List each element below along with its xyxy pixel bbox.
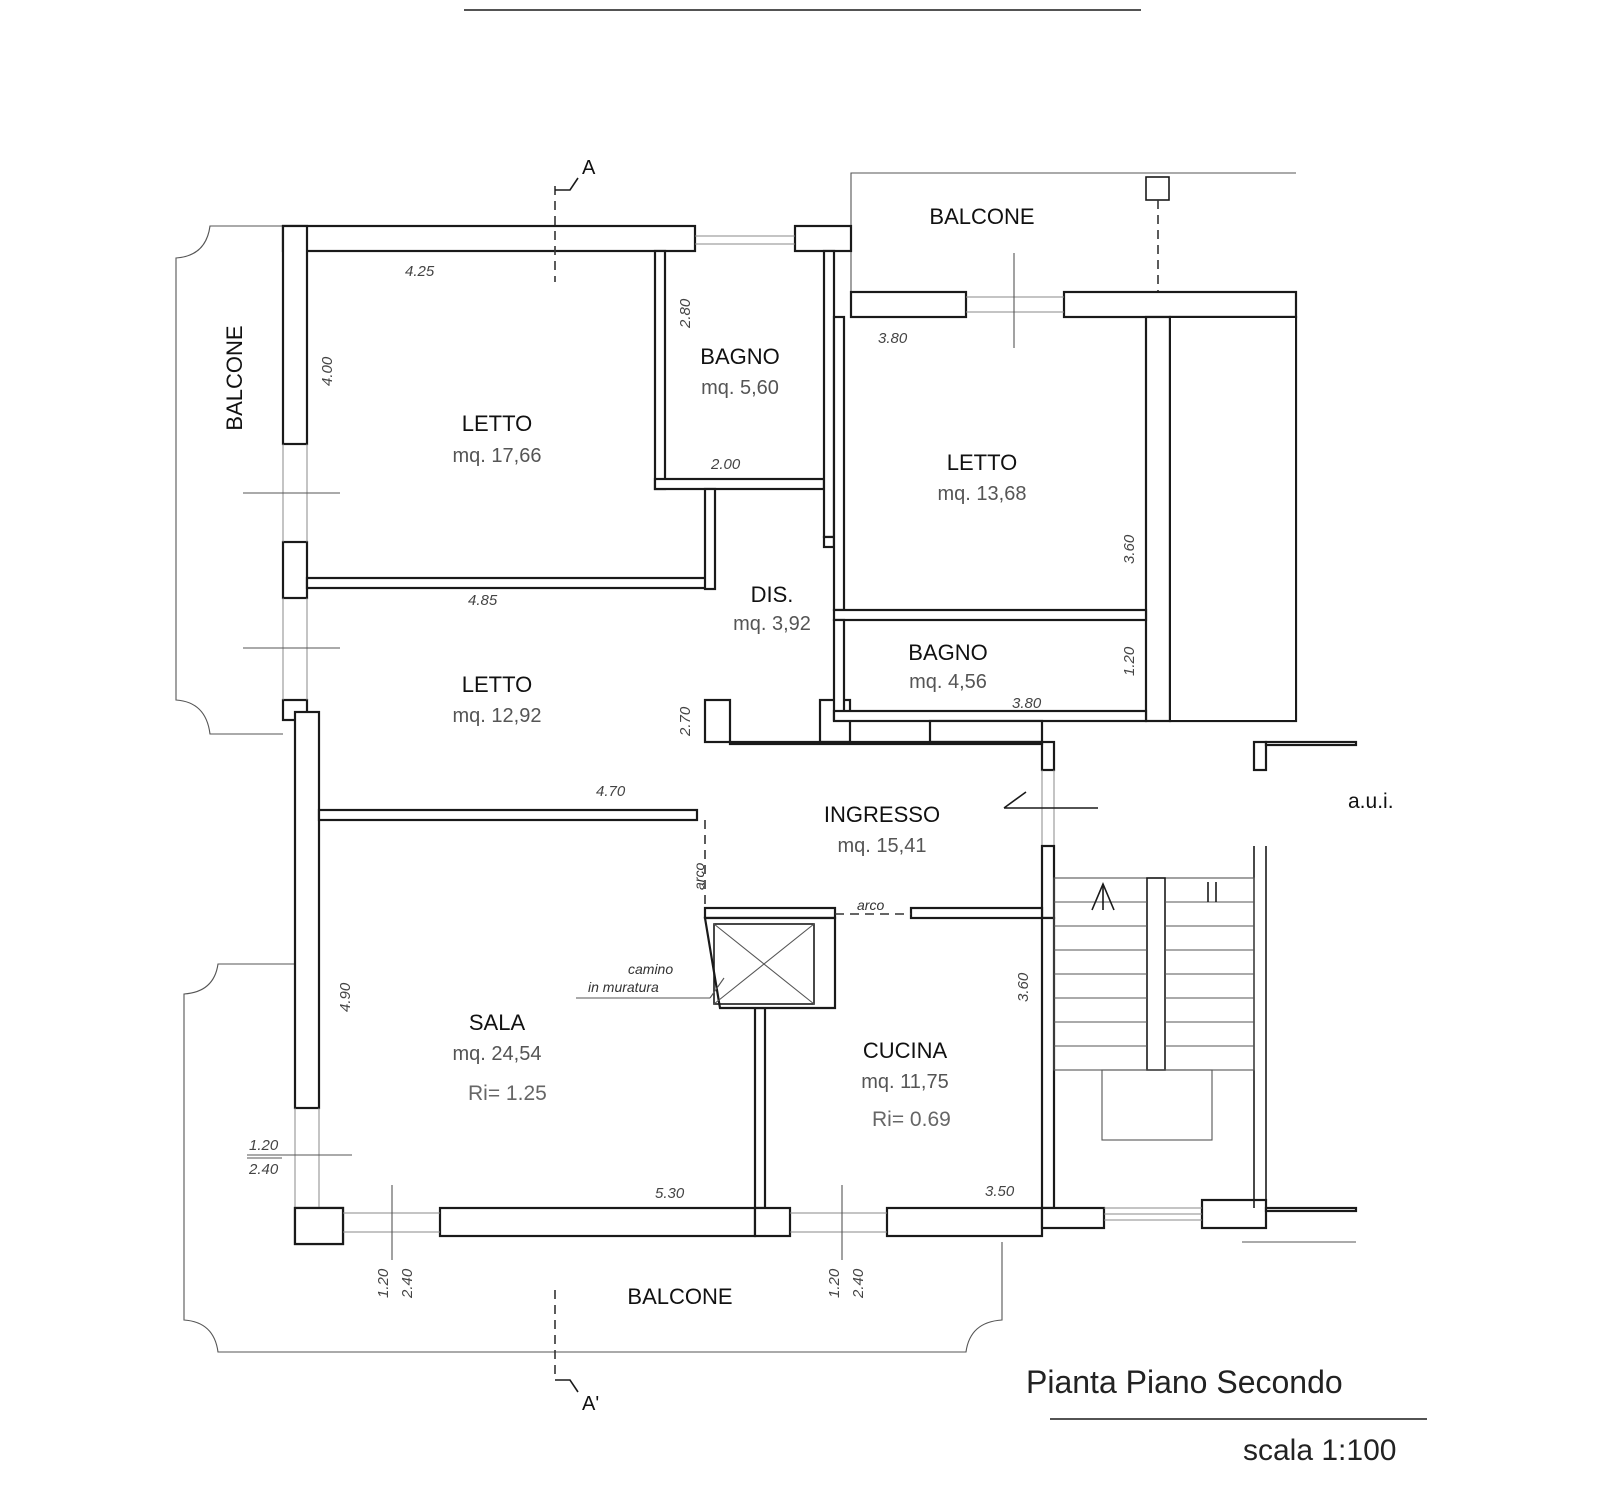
room-area-bagno-2: mq. 4,56 [909, 671, 987, 693]
wall-sala-right [753, 1006, 767, 1210]
door-swing-ingresso [1003, 791, 1098, 809]
wall-right-aui [1264, 740, 1358, 747]
wall-letto2-right [1144, 315, 1172, 723]
dim-letto3-bottom: 4.70 [596, 783, 626, 800]
room-area-sala: mq. 24,54 [453, 1043, 542, 1065]
wall-bottom-2 [438, 1206, 757, 1238]
wall-bottom-6 [1200, 1198, 1268, 1230]
dim-letto2-width: 3.80 [878, 330, 908, 347]
room-name-sala: SALA [469, 1010, 526, 1035]
wall-stair-top-r [1252, 740, 1268, 772]
wall-ingresso-bottom-r [909, 906, 1044, 920]
wall-letto2-bottom [832, 608, 1148, 622]
wall-bagno-right [822, 249, 836, 539]
note-aui: a.u.i. [1348, 790, 1394, 813]
note-camino-2: in muratura [588, 979, 659, 995]
dim-sala-width: 5.30 [655, 1185, 685, 1202]
wall-cucina-right [1040, 916, 1056, 1210]
dim-cucina-window-a: 1.20 [826, 1268, 843, 1298]
wall-bottom-3 [753, 1206, 792, 1238]
wall-bagno-bottom [653, 477, 826, 491]
wall-letto3-bottom [317, 808, 699, 822]
dim-bagno2-height: 1.20 [1121, 646, 1138, 676]
room-area-letto-1: mq. 17,66 [453, 445, 542, 467]
ri-cucina: Ri= 0.69 [872, 1108, 951, 1131]
note-arco-horizontal: arco [857, 897, 884, 913]
wall-left-2 [281, 540, 309, 600]
wall-letto2-left [832, 315, 846, 612]
room-area-cucina: mq. 11,75 [861, 1071, 948, 1093]
wall-top-bagno [793, 224, 853, 253]
dim-left-window-b: 2.40 [248, 1161, 279, 1178]
top-balcony-outline [850, 172, 1173, 292]
room-name-ingresso: INGRESSO [824, 802, 940, 827]
dim-left-window-a: 1.20 [249, 1137, 279, 1154]
wall-top-right-2 [1062, 290, 1298, 319]
fireplace [576, 916, 837, 1010]
room-name-dis: DIS. [751, 582, 794, 607]
note-arco-vertical: arco [691, 863, 707, 890]
wall-bagno2-bottom2 [928, 719, 1044, 744]
room-name-letto-3: LETTO [462, 672, 533, 697]
wall-bottom-4 [885, 1206, 1044, 1238]
dim-sala-window-a: 1.20 [375, 1268, 392, 1298]
wall-dis-left2 [703, 698, 732, 744]
dim-bagno1-width: 2.00 [710, 456, 741, 473]
wall-bottom-5 [1040, 1206, 1106, 1230]
wall-top-right-1 [849, 290, 968, 319]
wall-bottom-1 [293, 1206, 345, 1246]
wall-left-1 [281, 224, 309, 446]
wall-ingresso-top [728, 740, 1044, 746]
dim-cucina-height: 3.60 [1015, 972, 1032, 1002]
dim-bagno2-width: 3.80 [1012, 695, 1042, 712]
bottom-balcony-outline [183, 963, 1003, 1353]
dim-letto1-height: 4.00 [319, 356, 336, 386]
wall-stair-top-l [1040, 740, 1056, 772]
room-name-letto-1: LETTO [462, 411, 533, 436]
dim-letto3-width: 4.85 [468, 592, 498, 609]
wall-dis-left [703, 487, 717, 591]
dim-sala-height: 4.90 [337, 982, 354, 1012]
wall-left-4 [293, 710, 321, 1110]
room-name-bagno-2: BAGNO [908, 640, 987, 665]
wall-letto1-right [653, 249, 667, 491]
section-mark-top [554, 177, 579, 282]
room-area-letto-3: mq. 12,92 [453, 705, 542, 727]
room-area-ingresso: mq. 15,41 [838, 835, 927, 857]
drawing-title: Pianta Piano Secondo [1026, 1364, 1343, 1400]
wall-dis-right-top [822, 535, 836, 549]
room-area-bagno-1: mq. 5,60 [701, 377, 779, 399]
wall-bagno2-bottom [832, 709, 1148, 723]
dim-sala-window-b: 2.40 [399, 1268, 416, 1299]
dim-letto2-height: 3.60 [1121, 534, 1138, 564]
dim-cucina-window-b: 2.40 [850, 1268, 867, 1299]
section-label-top: A [582, 157, 596, 179]
balcony-label-bottom: BALCONE [627, 1284, 732, 1309]
section-mark-bottom [554, 1290, 579, 1393]
ri-sala: Ri= 1.25 [468, 1082, 547, 1105]
dim-cucina-width: 3.50 [985, 1183, 1015, 1200]
section-label-bottom: A' [582, 1393, 599, 1415]
dim-bagno1-height: 2.80 [677, 298, 694, 329]
room-area-letto-2: mq. 13,68 [938, 483, 1027, 505]
left-balcony-outline [175, 225, 283, 735]
balcony-label-left: BALCONE [222, 325, 247, 430]
room-name-letto-2: LETTO [947, 450, 1018, 475]
column-post [1145, 176, 1170, 201]
wall-ingresso-right [1040, 844, 1056, 920]
room-area-dis: mq. 3,92 [733, 613, 811, 635]
wall-letto1-bottom [305, 576, 711, 590]
room-name-bagno-1: BAGNO [700, 344, 779, 369]
balcony-label-top: BALCONE [929, 204, 1034, 229]
dim-letto3-height: 2.70 [677, 706, 694, 737]
note-camino-1: camino [628, 961, 673, 977]
wall-bagno2-left [832, 618, 846, 722]
room-name-cucina: CUCINA [863, 1038, 948, 1063]
staircase [1053, 877, 1255, 1141]
drawing-scale: scala 1:100 [1243, 1434, 1396, 1467]
dim-letto1-width: 4.25 [405, 263, 435, 280]
wall-ingresso-bottom-l [703, 906, 837, 920]
wall-top-left [281, 224, 697, 253]
